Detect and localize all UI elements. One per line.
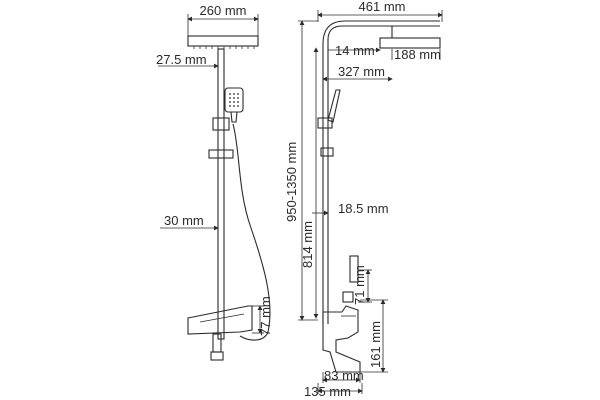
dim-total-reach-label: 135 mm [304,384,351,399]
side-riser-arm [327,25,440,324]
front-view: 260 mm 27.5 mm 30 mm [156,3,273,361]
front-hand-shower-holder [212,117,230,131]
dim-total-depth-label: 461 mm [359,0,406,14]
side-view: 461 mm 14 mm 188 mm 327 mm 950-1350 mm 8… [284,0,443,399]
front-riser-pipe [217,48,225,340]
dim-bar-diameter-label: 30 mm [164,213,204,228]
front-shower-head-nozzles [193,46,255,49]
front-spout [212,333,222,353]
front-shower-head [187,35,259,47]
dim-arm-offset-label: 27.5 mm [156,52,207,67]
front-hand-shower [224,87,244,113]
side-mixer-body [322,305,361,373]
side-shower-head [379,37,441,49]
dim-mixer-height-label: 71 mm [352,265,367,305]
front-mixer-body [187,305,253,335]
front-hand-shower-nozzles [229,93,239,107]
dim-head-thickness-label: 14 mm [335,43,375,58]
dim-column-height-label: 814 mm [300,221,315,268]
side-hand-shower [327,89,341,123]
dim-wall-gap-label: 18.5 mm [338,201,389,216]
side-mixer-lever [349,255,359,283]
dim-height-range-label: 950-1350 mm [284,142,299,222]
dim-mixer-body-label: 161 mm [368,321,383,368]
front-slider [208,149,234,159]
front-hose [232,123,271,341]
dim-arm-reach-label: 327 mm [338,64,385,79]
dim-spout-height-label: 77 mm [258,296,273,336]
dim-spout-reach-label: 83 mm [324,368,364,383]
dim-head-width-label: 260 mm [200,3,247,18]
dim-head-depth-label: 188 mm [394,47,441,62]
